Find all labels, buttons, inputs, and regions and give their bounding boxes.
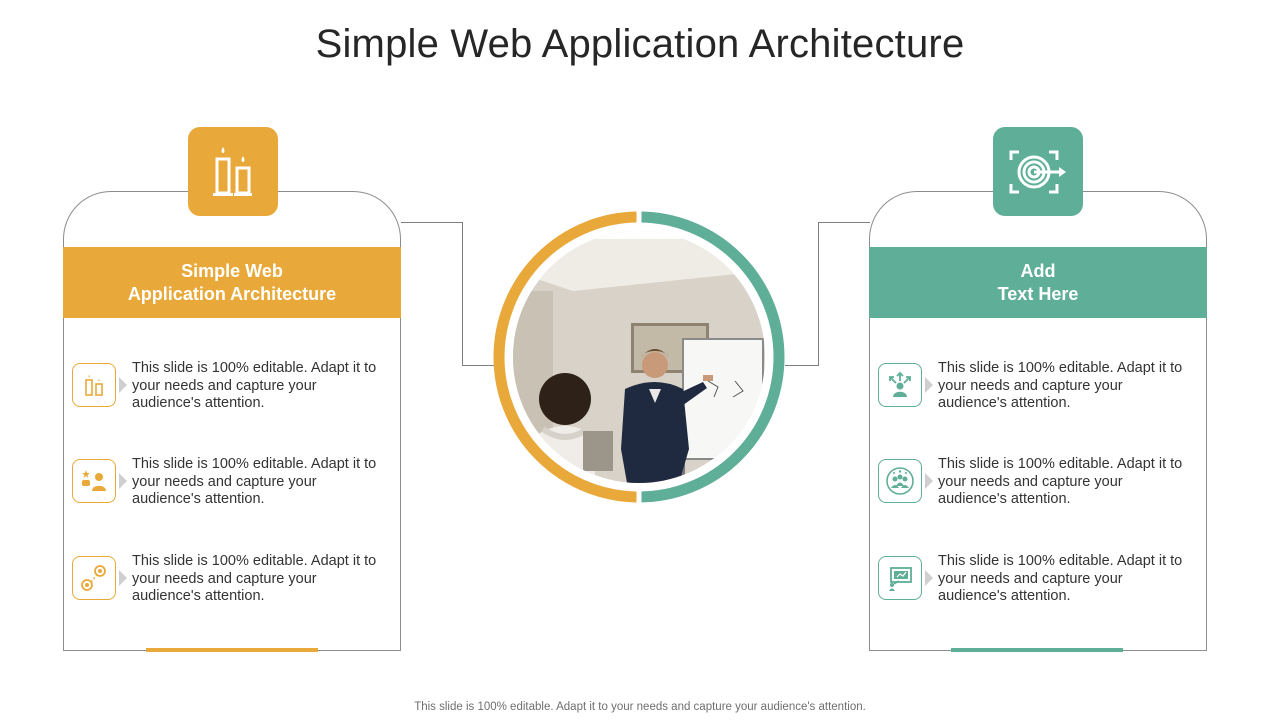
right-connector-top [818, 222, 870, 223]
left-list-item-3: This slide is 100% editable. Adapt it to… [72, 553, 392, 613]
left-connector-vertical [462, 222, 463, 365]
left-connector-bottom [462, 365, 498, 366]
pointer-arrow [119, 570, 127, 586]
candles-icon [188, 127, 278, 216]
goal-path-icon [72, 556, 116, 600]
right-connector-vertical [818, 222, 819, 365]
pointer-arrow [925, 377, 933, 393]
right-connector-bottom [785, 365, 819, 366]
list-item-text: This slide is 100% editable. Adapt it to… [938, 360, 1183, 411]
right-list-item-3: This slide is 100% editable. Adapt it to… [878, 553, 1198, 613]
right-list-item-2: This slide is 100% editable. Adapt it to… [878, 456, 1198, 516]
right-panel-accent-bar [951, 648, 1123, 652]
presentation-board-icon [878, 556, 922, 600]
list-item-text: This slide is 100% editable. Adapt it to… [938, 553, 1183, 604]
footer-note: This slide is 100% editable. Adapt it to… [414, 701, 866, 713]
left-list-item-2: This slide is 100% editable. Adapt it to… [72, 456, 392, 516]
left-panel-heading: Simple Web Application Architecture [63, 247, 401, 318]
person-arrows-icon [878, 363, 922, 407]
pointer-arrow [925, 473, 933, 489]
team-circle-icon [878, 459, 922, 503]
pointer-arrow [119, 473, 127, 489]
person-rating-icon [72, 459, 116, 503]
left-connector-top [401, 222, 463, 223]
pointer-arrow [925, 570, 933, 586]
left-list-item-1: This slide is 100% editable. Adapt it to… [72, 360, 392, 420]
target-icon [993, 127, 1083, 216]
right-panel-heading: Add Text Here [869, 247, 1207, 318]
presenter-at-whiteboard-photo [513, 231, 765, 483]
candles-icon [72, 363, 116, 407]
list-item-text: This slide is 100% editable. Adapt it to… [132, 553, 377, 604]
list-item-text: This slide is 100% editable. Adapt it to… [132, 456, 377, 507]
list-item-text: This slide is 100% editable. Adapt it to… [132, 360, 377, 411]
pointer-arrow [119, 377, 127, 393]
left-panel: Simple Web Application Architecture This… [63, 191, 401, 652]
page-title: Simple Web Application Architecture [315, 22, 965, 66]
list-item-text: This slide is 100% editable. Adapt it to… [938, 456, 1183, 507]
right-panel: Add Text Here This slide is 100% editabl… [869, 191, 1207, 652]
right-list-item-1: This slide is 100% editable. Adapt it to… [878, 360, 1198, 420]
left-panel-accent-bar [146, 648, 318, 652]
